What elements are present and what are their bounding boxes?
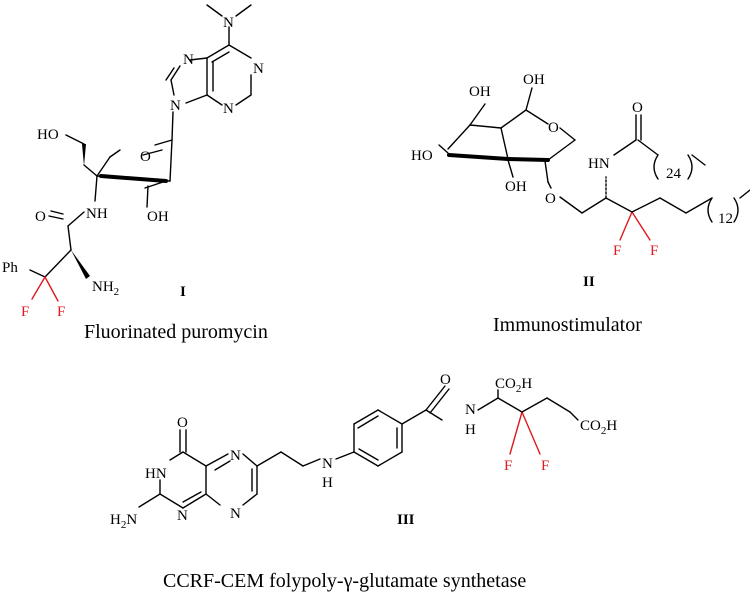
compound-ii-ceramide-chain: O HN 24 12 F F bbox=[559, 100, 750, 259]
compound-ii-caption: Immunostimulator bbox=[493, 314, 642, 336]
compound-i-caption: Fluorinated puromycin bbox=[84, 321, 268, 343]
compound-i-atom-o-amide: O bbox=[35, 209, 46, 225]
compound-ii-atom-o-glyco: O bbox=[545, 191, 556, 207]
compound-i-atom-f2: F bbox=[57, 304, 65, 320]
compound-i-atom-ph: Ph bbox=[2, 260, 18, 276]
compound-iii: O HN N N N H2N N H O bbox=[110, 372, 617, 592]
compound-ii-atom-f1: F bbox=[613, 243, 621, 259]
compound-iii-atom-n1: N bbox=[177, 508, 188, 524]
compound-ii-atom-oh-top: OH bbox=[469, 84, 491, 100]
compound-i-atom-n-dimethyl: N bbox=[223, 15, 234, 31]
compound-iii-pteridine: O HN N N N H2N bbox=[110, 415, 304, 531]
compound-i-ribose-ring: O HO OH NH bbox=[37, 111, 174, 225]
compound-ii-atom-hn: HN bbox=[588, 156, 610, 172]
compound-ii-atom-ho-left: HO bbox=[411, 148, 433, 164]
compound-ii-chain-12: 12 bbox=[718, 211, 733, 227]
compound-i-purine-ring: N N N N bbox=[165, 44, 264, 117]
compound-i-numeral: I bbox=[180, 284, 186, 300]
compound-iii-caption: CCRF-CEM folypoly-γ-glutamate synthetase bbox=[163, 570, 526, 592]
compound-iii-atom-o-amide: O bbox=[440, 372, 451, 388]
compound-iii-aminobenzoyl: N H O N H bbox=[302, 372, 476, 491]
compound-i-atom-n9: N bbox=[170, 98, 181, 114]
compound-iii-atom-o-keto: O bbox=[177, 415, 188, 431]
compound-i-atom-o-ring: O bbox=[140, 149, 151, 165]
compound-iii-atom-hn-ring: HN bbox=[145, 466, 167, 482]
compound-iii-atom-nh-amide-h: H bbox=[465, 422, 476, 438]
compound-i-atom-nh2: NH2 bbox=[92, 279, 119, 298]
compound-iii-atom-nh-link: N bbox=[322, 456, 333, 472]
compound-iii-atom-n8: N bbox=[230, 506, 241, 522]
compound-i-atom-n7: N bbox=[183, 52, 194, 68]
compound-ii-atom-oh-bottom: OH bbox=[505, 179, 527, 195]
compound-iii-atom-co2h-top: CO2H bbox=[495, 376, 532, 395]
compound-i-atom-nh: NH bbox=[86, 206, 108, 222]
compound-ii: OH OH O HO OH O bbox=[411, 72, 750, 336]
compound-iii-atom-co2h-right: CO2H bbox=[580, 418, 617, 437]
compound-iii-atom-f2: F bbox=[541, 458, 549, 474]
compound-ii-sugar-ring: OH OH O HO OH O bbox=[411, 72, 576, 207]
compound-iii-atom-nh-amide: N bbox=[465, 402, 476, 418]
compound-i-atom-n3: N bbox=[223, 101, 234, 117]
compound-iii-numeral: III bbox=[397, 512, 415, 528]
compound-iii-atom-h2n: H2N bbox=[110, 512, 137, 531]
compound-ii-chain-24: 24 bbox=[666, 166, 682, 182]
compound-i-atom-oh: OH bbox=[147, 209, 169, 225]
compound-i-atom-ho: HO bbox=[37, 127, 59, 143]
compound-i-dimethylamino: N bbox=[206, 4, 252, 46]
compound-iii-glutamate: CO2H CO2H F F bbox=[477, 376, 617, 474]
compound-ii-atom-f2: F bbox=[650, 243, 658, 259]
compound-ii-atom-o-ring: O bbox=[548, 120, 559, 136]
compound-i-side-chain: O Ph NH2 F F bbox=[2, 209, 119, 320]
compound-ii-atom-o-carbonyl: O bbox=[632, 100, 643, 116]
compound-i-atom-n1: N bbox=[253, 61, 264, 77]
compound-iii-atom-nh-link-h: H bbox=[322, 475, 333, 491]
compound-ii-numeral: II bbox=[583, 274, 595, 290]
compound-iii-atom-n5: N bbox=[230, 448, 241, 464]
compound-ii-atom-oh-ch2: OH bbox=[523, 72, 545, 88]
compound-i-atom-f1: F bbox=[21, 304, 29, 320]
compound-iii-atom-f1: F bbox=[504, 458, 512, 474]
compound-i: N N N N N bbox=[2, 4, 268, 343]
